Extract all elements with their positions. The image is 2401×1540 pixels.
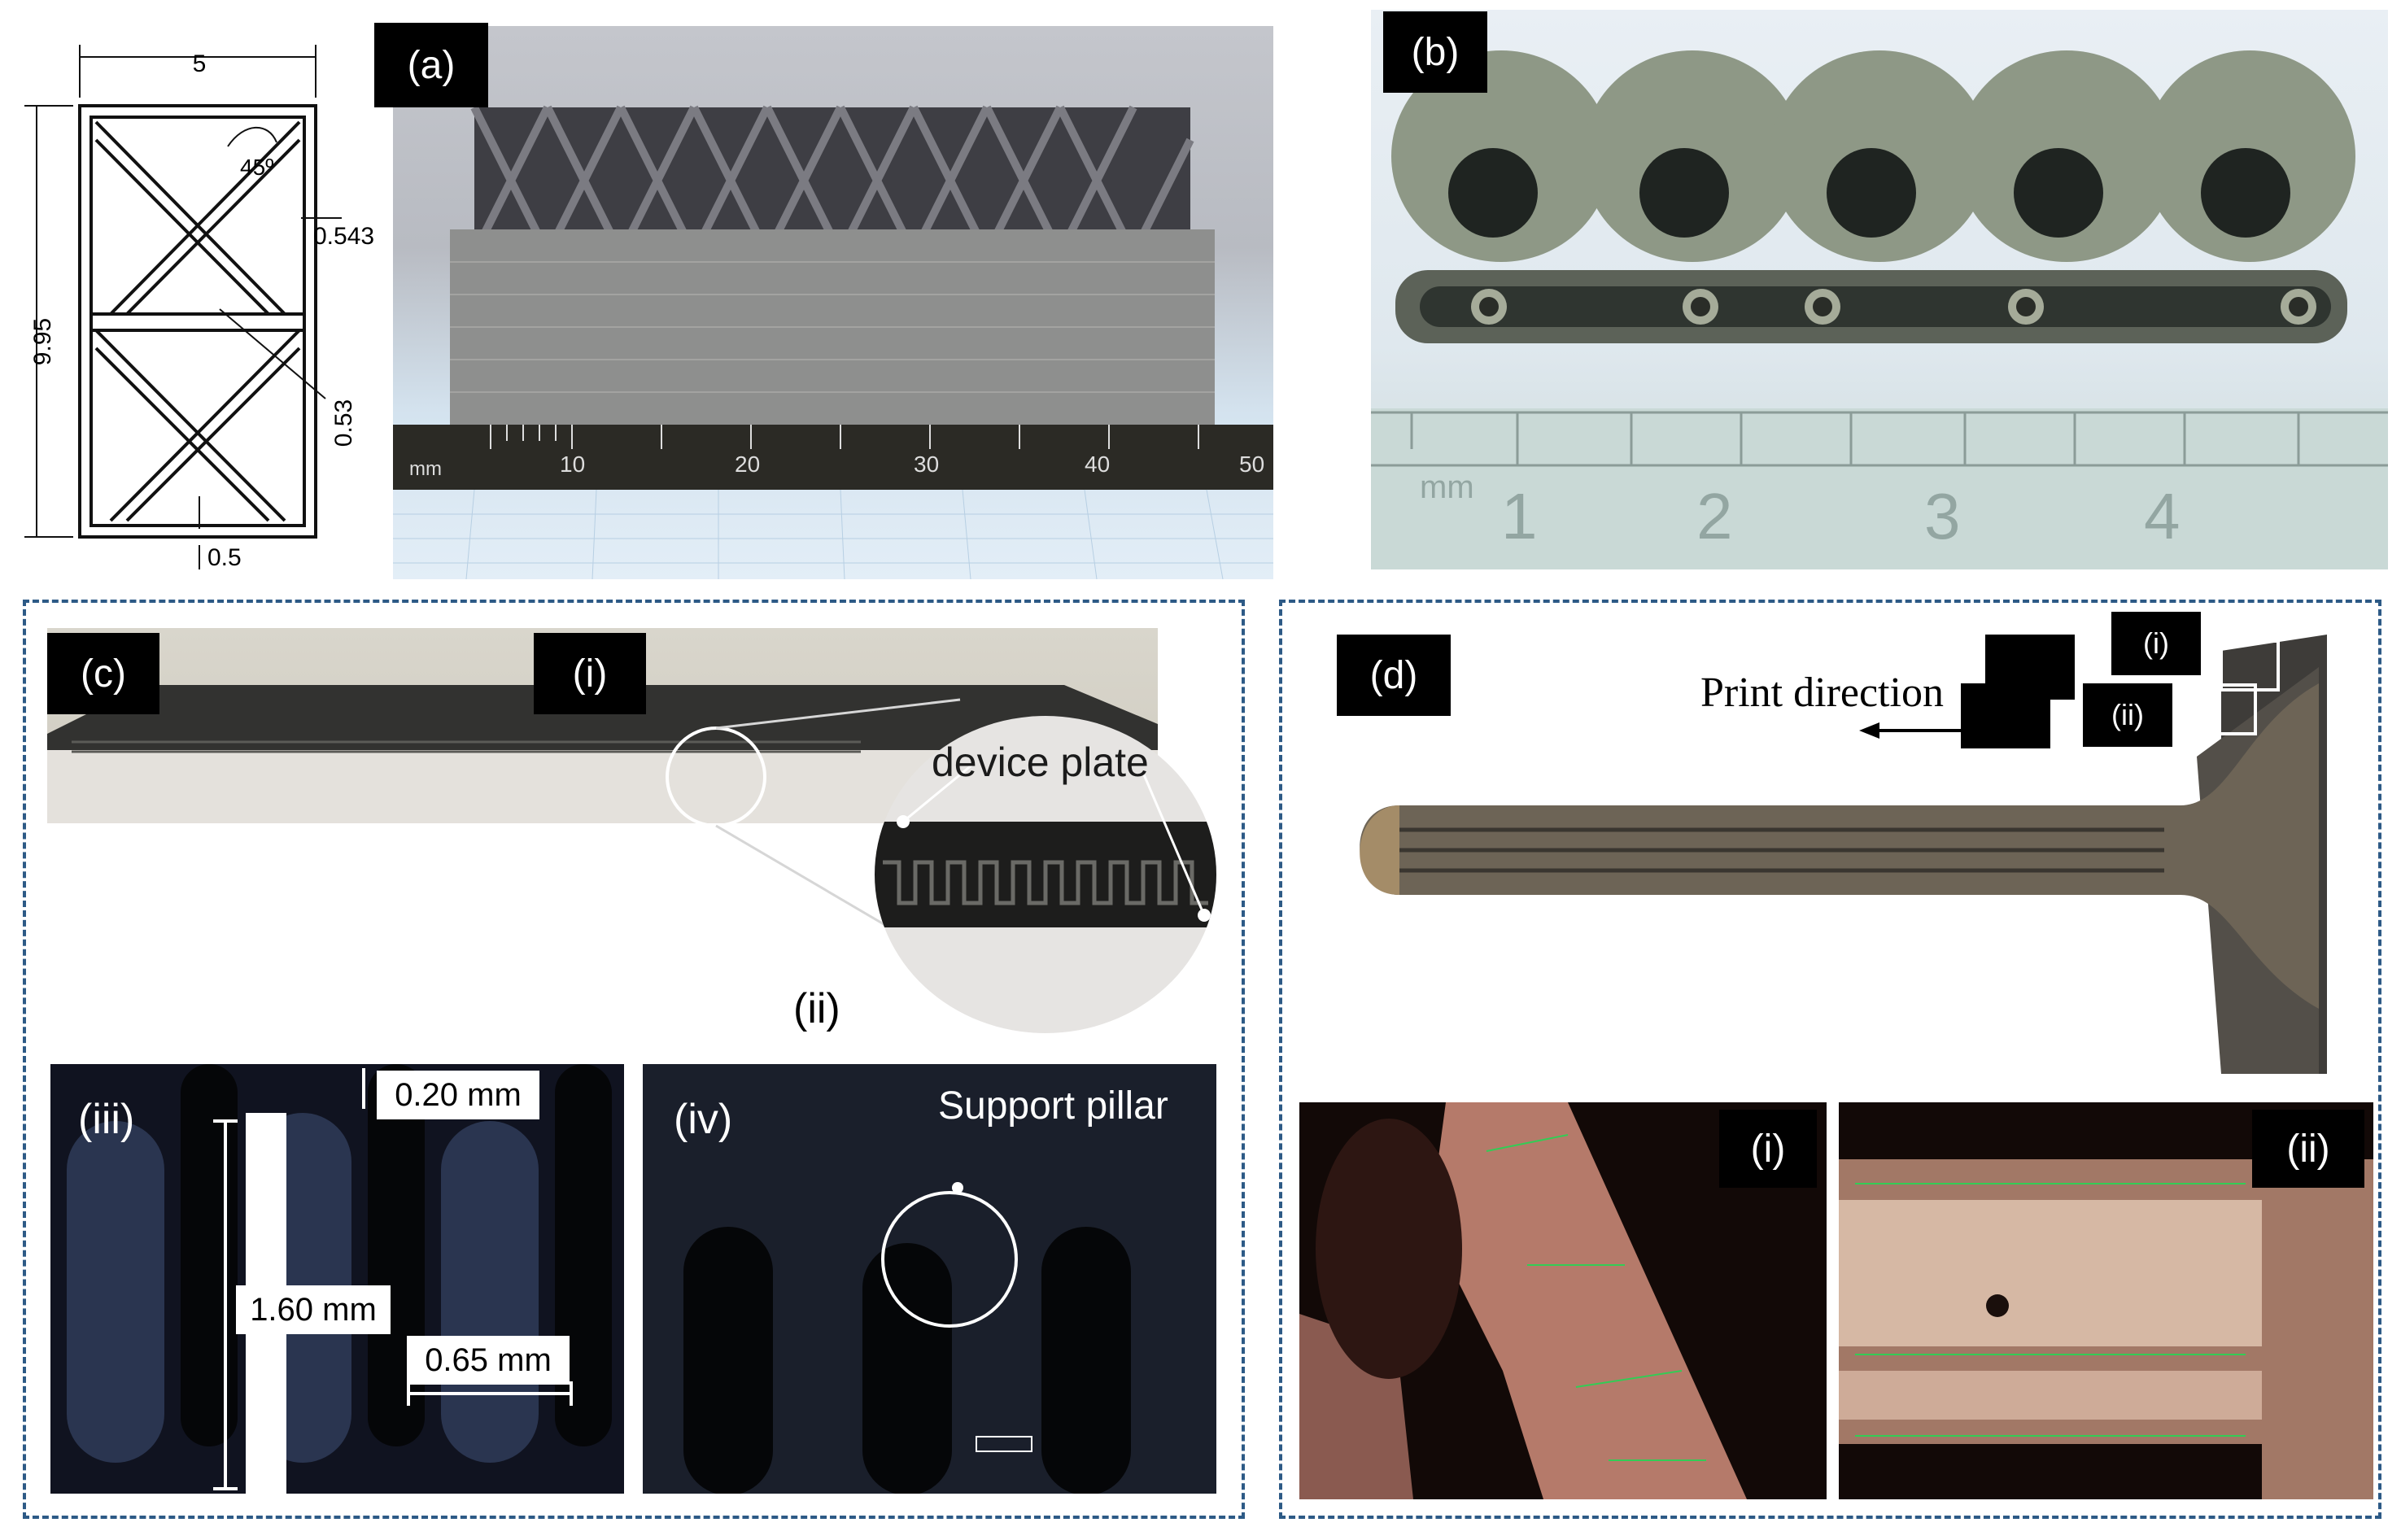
- panel-a-drawing: mm 10 20 30 40 50: [393, 105, 1273, 579]
- panel-c-iv-drawing: [643, 1064, 1216, 1494]
- panel-c-iii-drawing: [50, 1064, 624, 1494]
- panel-c-magnified-circle: [875, 716, 1216, 1033]
- lattice-drawing: 5 45º 0.543 9.95 0.53 0.5: [24, 45, 374, 571]
- panel-d-inset-ii-tag: (ii): [2083, 683, 2172, 747]
- panel-d-micro-i-tag: (i): [1719, 1110, 1817, 1188]
- dim-height-label: 9.95: [29, 318, 56, 365]
- ruler-a-unit: mm: [409, 458, 442, 480]
- panel-a-tag: (a): [374, 23, 488, 107]
- panel-c-sub-iv-label: (iv): [674, 1096, 733, 1143]
- panel-c-sub-iii-label: (iii): [78, 1096, 135, 1143]
- ruler-a-n50: 50: [1239, 452, 1264, 477]
- panel-d-tag: (d): [1337, 635, 1451, 716]
- panel-d-frame: [1279, 600, 2381, 1519]
- panel-d-micro-ii-tag: (ii): [2252, 1110, 2364, 1188]
- panel-c-iii-micro: [50, 1064, 624, 1494]
- dim-bottom-label: 0.5: [207, 544, 242, 571]
- panel-d-i-micro: [1299, 1102, 1827, 1499]
- dim-160-label: 1.60 mm: [236, 1285, 391, 1334]
- print-direction-label: Print direction: [1700, 670, 1944, 716]
- dim-065-label: 0.65 mm: [407, 1336, 570, 1385]
- panel-b-photo: mm 1 2 3 4: [1371, 10, 2388, 569]
- panel-c-frame: [23, 600, 1245, 1519]
- dim-strut-label: 0.543: [313, 223, 374, 250]
- panel-d-manifold: [1360, 635, 2327, 1074]
- dim-diag-label: 0.53: [330, 399, 357, 447]
- ruler-a-n20: 20: [735, 452, 760, 477]
- panel-b-tag: (b): [1383, 11, 1487, 93]
- panel-c-magnified-drawing: [875, 763, 1216, 927]
- ruler-b-n1: 1: [1501, 480, 1538, 552]
- dim-top-label: 5: [193, 50, 207, 77]
- panel-a-photo: mm 10 20 30 40 50: [393, 26, 1273, 579]
- ruler-b-n3: 3: [1924, 480, 1961, 552]
- panel-c-sub-i-tag: (i): [534, 633, 646, 714]
- ruler-a-n10: 10: [560, 452, 585, 477]
- ruler-a-n40: 40: [1085, 452, 1110, 477]
- ruler-b-unit: mm: [1420, 469, 1474, 505]
- panel-b-drawing: mm 1 2 3 4: [1371, 50, 2388, 569]
- panel-c-tag: (c): [47, 633, 159, 714]
- panel-c-iv-micro: [643, 1064, 1216, 1494]
- ruler-b-n4: 4: [2144, 480, 2181, 552]
- ruler-b-n2: 2: [1696, 480, 1733, 552]
- support-pillar-label: Support pillar: [938, 1084, 1168, 1128]
- panel-d-inset-i-tag: (i): [2111, 612, 2201, 675]
- panel-c-sub-ii-label: (ii): [793, 985, 840, 1032]
- dim-020-label: 0.20 mm: [377, 1071, 539, 1119]
- dim-angle-label: 45º: [240, 155, 273, 180]
- device-plate-label: device plate: [932, 739, 1149, 785]
- ruler-a-n30: 30: [914, 452, 939, 477]
